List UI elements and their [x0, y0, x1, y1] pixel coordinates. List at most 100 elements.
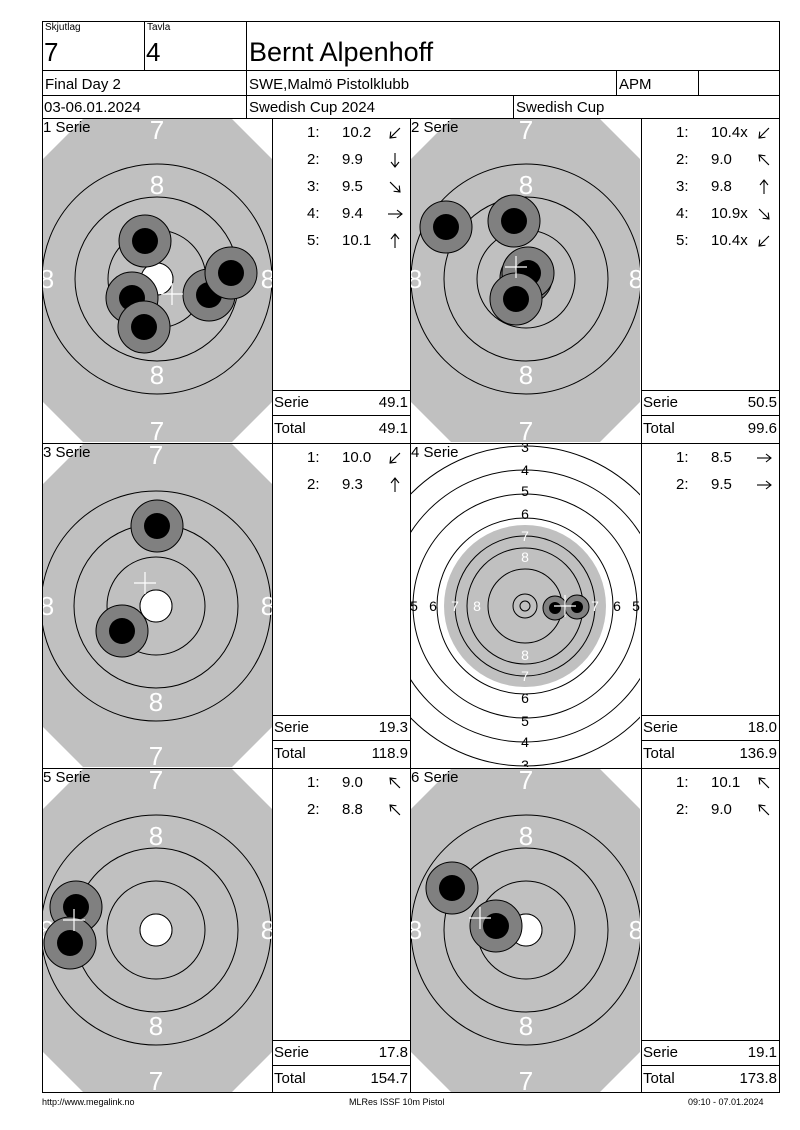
shot-score: 8.5: [711, 449, 732, 466]
target-ring: [411, 445, 640, 767]
shot-number: 2:: [307, 801, 320, 818]
shot-number: 4:: [307, 205, 320, 222]
club-name: SWE,Malmö Pistolklubb: [249, 76, 410, 93]
ring-number-label: 7: [149, 769, 163, 795]
ring-number-label: 6: [521, 506, 529, 522]
serie-label: 5 Serie: [43, 769, 91, 786]
shot-score: 10.0: [342, 449, 372, 466]
event-name: Final Day 2: [45, 76, 121, 93]
total-sum-label: Total: [274, 420, 306, 437]
ring-number-label: 5: [521, 713, 529, 729]
skjutlag-label: Skjutlag: [45, 22, 81, 33]
shot-hole: [419, 200, 473, 254]
shot-number: 1:: [676, 774, 689, 791]
shot-direction-arrow-icon: [758, 127, 770, 139]
shot-direction-arrow-icon: [758, 208, 770, 220]
ring-number-label: 7: [519, 416, 533, 442]
target-center: [139, 913, 173, 947]
target-center: [139, 589, 173, 623]
ring-number-label: 4: [521, 462, 529, 478]
shot-number: 5:: [307, 232, 320, 249]
footer-timestamp: 09:10 - 07.01.2024: [688, 1097, 764, 1107]
shot-direction-arrow-icon: [390, 153, 400, 168]
ring-number-label: 8: [261, 591, 272, 621]
total-sum-label: Total: [643, 420, 675, 437]
shot-number: 2:: [676, 476, 689, 493]
serie-label: 2 Serie: [411, 119, 459, 136]
competition-dates: 03-06.01.2024: [44, 99, 141, 116]
shot-direction-arrow-icon: [389, 777, 401, 789]
shot-direction-arrow-icon: [388, 209, 403, 219]
serie-sum-value: 19.3: [378, 719, 408, 736]
shot-number: 1:: [307, 124, 320, 141]
ring-number-label: 7: [451, 598, 459, 614]
ring-number-label: 5: [411, 598, 418, 614]
target-ring: [43, 814, 272, 1046]
mean-point-cross: [505, 256, 527, 278]
total-sum-value: 154.7: [370, 1070, 408, 1087]
competition-name: Swedish Cup 2024: [249, 99, 375, 116]
serie-sum-label: Serie: [643, 394, 679, 411]
target-ring: [412, 493, 638, 719]
footer-url[interactable]: http://www.megalink.no: [42, 1097, 135, 1107]
total-sum-value: 136.9: [739, 745, 777, 762]
target-ring: [43, 163, 272, 395]
shot-score: 10.4x: [711, 232, 748, 249]
skjutlag-value: 7: [44, 37, 59, 67]
shot-direction-arrow-icon: [390, 233, 400, 248]
serie-sum-value: 50.5: [747, 394, 777, 411]
shot-number: 1:: [307, 774, 320, 791]
ring-number-label: 8: [519, 360, 533, 390]
serie-sum-label: Serie: [274, 719, 310, 736]
target-ring: [436, 517, 614, 695]
shot-direction-arrow-icon: [758, 154, 770, 166]
ring-number-label: 6: [521, 690, 529, 706]
ring-number-label: 3: [521, 757, 529, 767]
target-ring: [443, 847, 609, 1013]
ring-number-label: 7: [150, 119, 164, 145]
shot-number: 2:: [676, 801, 689, 818]
shot-score: 9.3: [342, 476, 363, 493]
mean-point-cross: [134, 572, 156, 594]
ring-number-label: 5: [521, 483, 529, 499]
shot-number: 2:: [307, 476, 320, 493]
ring-number-label: 7: [519, 1066, 533, 1092]
serie-sum-label: Serie: [274, 394, 310, 411]
shot-score: 10.9x: [711, 205, 748, 222]
ring-number-label: 8: [519, 170, 533, 200]
total-sum-label: Total: [274, 1070, 306, 1087]
ring-number-label: 8: [629, 264, 640, 294]
ring-number-label: 8: [411, 915, 422, 945]
shot-score: 9.5: [711, 476, 732, 493]
shot-direction-arrow-icon: [759, 179, 769, 194]
ring-number-label: 8: [149, 687, 163, 717]
ring-number-label: 7: [519, 119, 533, 145]
shot-score: 9.8: [711, 178, 732, 195]
shot-direction-arrow-icon: [390, 477, 400, 492]
serie-label: 4 Serie: [411, 444, 459, 461]
serie-sum-value: 49.1: [378, 394, 408, 411]
shot-score: 9.0: [342, 774, 363, 791]
total-sum-value: 99.6: [747, 420, 777, 437]
shot-hole: [117, 300, 171, 354]
ring-number-label: 8: [149, 1011, 163, 1041]
total-sum-label: Total: [643, 1070, 675, 1087]
ring-number-label: 7: [150, 416, 164, 442]
shot-hole: [487, 194, 541, 248]
ring-number-label: 8: [150, 170, 164, 200]
target-ring: [43, 490, 272, 722]
shot-number: 1:: [676, 449, 689, 466]
ring-number-label: 8: [150, 360, 164, 390]
serie-label: 1 Serie: [43, 119, 91, 136]
shot-hole: [564, 594, 590, 620]
shot-number: 3:: [676, 178, 689, 195]
ring-number-label: 7: [149, 741, 163, 767]
shot-number: 3:: [307, 178, 320, 195]
target-ring: [411, 163, 640, 395]
shot-score: 10.1: [342, 232, 372, 249]
shot-score: 10.1: [711, 774, 741, 791]
